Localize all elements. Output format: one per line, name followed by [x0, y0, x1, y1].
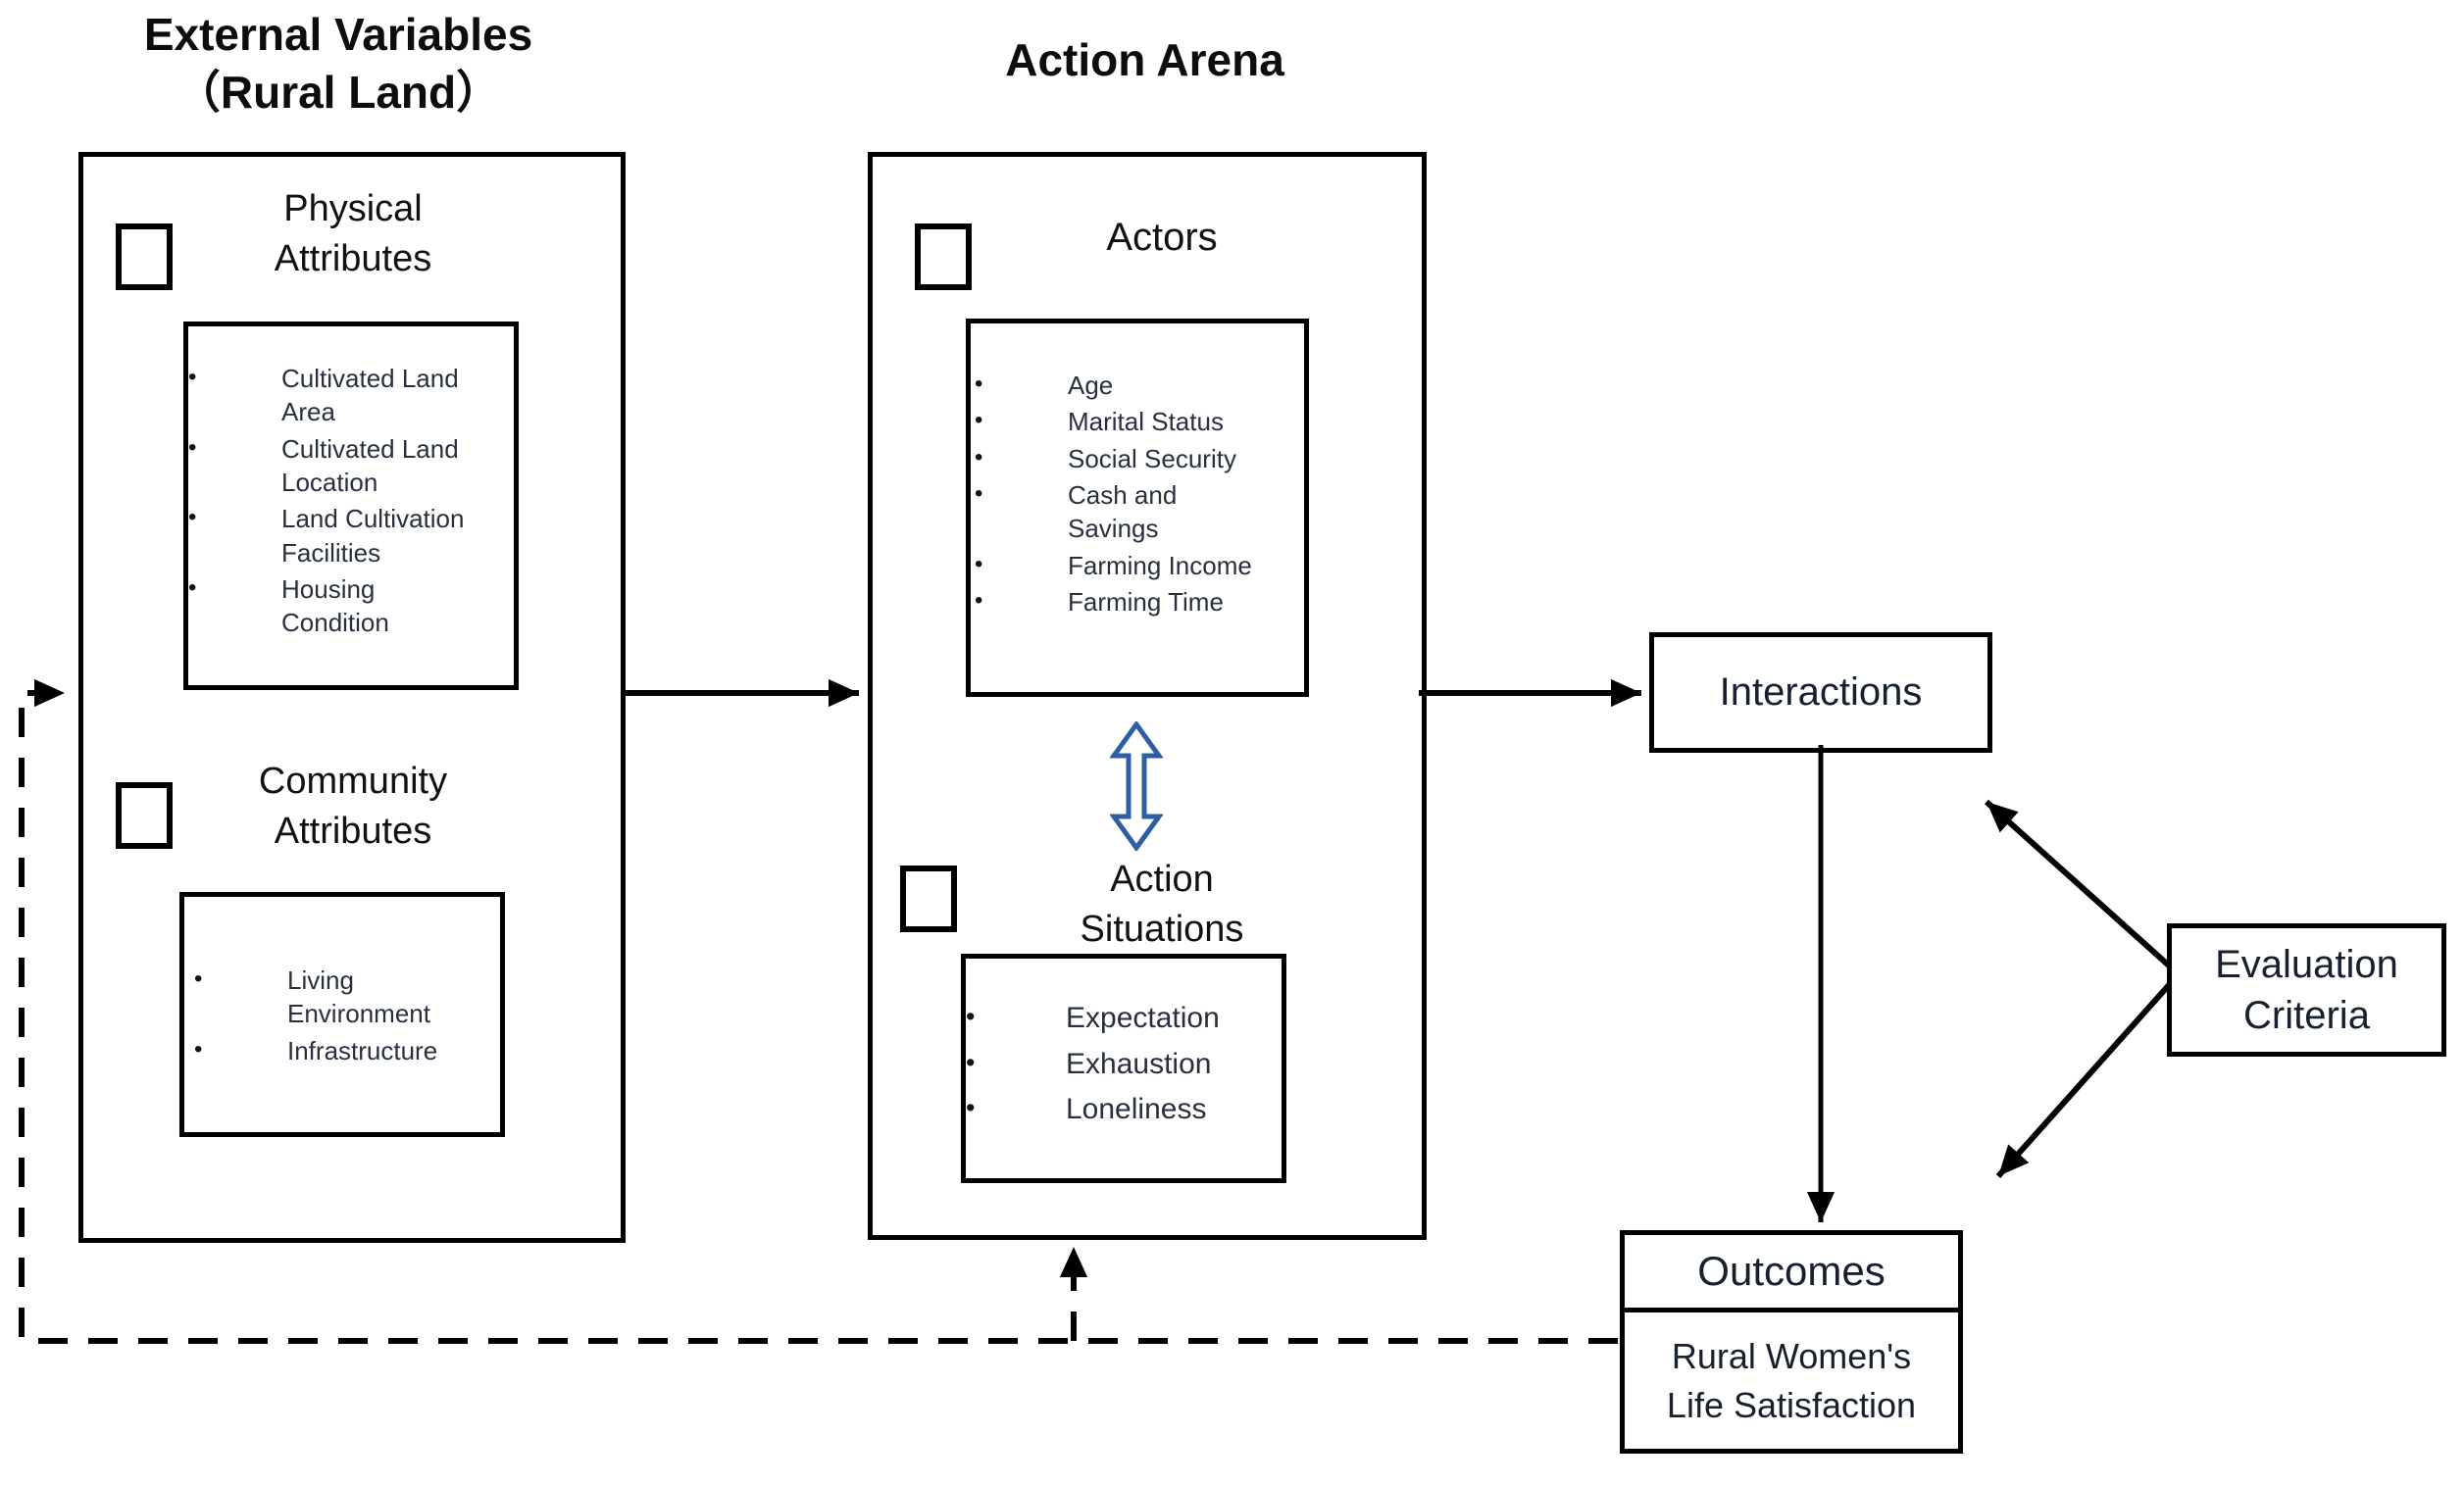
action-situations-checkbox-icon — [900, 866, 957, 932]
list-item: Cultivated Land Area — [188, 362, 482, 429]
outcomes-label: Outcomes — [1625, 1235, 1958, 1312]
actors-checkbox-icon — [915, 223, 972, 290]
community-heading-line1: Community — [258, 761, 448, 802]
physical-attributes-heading: Physical Attributes — [191, 184, 515, 285]
list-item: Social Security — [975, 442, 1264, 475]
list-item: Marital Status — [975, 405, 1264, 438]
community-attributes-list-box: Living EnvironmentInfrastructure — [179, 892, 505, 1137]
external-variables-box: Physical Attributes Cultivated Land Area… — [78, 152, 626, 1243]
external-variables-title-line1: External Variables — [143, 9, 533, 60]
list-item: Farming Income — [975, 549, 1264, 582]
situations-heading-line2: Situations — [1080, 909, 1244, 951]
actors-list: AgeMarital StatusSocial SecurityCash and… — [975, 369, 1264, 619]
list-item: Cultivated Land Location — [188, 432, 482, 500]
community-attributes-list: Living EnvironmentInfrastructure — [194, 964, 437, 1067]
community-heading-line2: Attributes — [274, 811, 432, 853]
physical-checkbox-icon — [116, 223, 173, 290]
interactions-box: Interactions — [1649, 632, 1992, 753]
actors-list-box: AgeMarital StatusSocial SecurityCash and… — [966, 319, 1309, 697]
action-situations-list-box: ExpectationExhaustionLoneliness — [961, 954, 1286, 1183]
outcomes-subtitle-line2: Life Satisfaction — [1666, 1384, 1917, 1425]
arrow-evaluation-to-interactions — [1984, 799, 2172, 968]
physical-attributes-list: Cultivated Land AreaCultivated Land Loca… — [188, 362, 482, 640]
community-checkbox-icon — [116, 782, 173, 849]
list-item: Expectation — [966, 998, 1260, 1040]
list-item: Living Environment — [194, 964, 430, 1031]
interactions-label: Interactions — [1719, 670, 1923, 714]
situations-heading-line1: Action — [1110, 859, 1214, 900]
evaluation-label-line2: Criteria — [2243, 994, 2370, 1037]
double-arrow-icon — [1110, 721, 1163, 851]
external-variables-title-line2: （Rural Land） — [175, 66, 502, 118]
evaluation-criteria-label: Evaluation Criteria — [2215, 939, 2398, 1041]
physical-heading-line2: Attributes — [274, 238, 432, 280]
evaluation-label-line1: Evaluation — [2215, 943, 2398, 986]
list-item: Land Cultivation Facilities — [188, 502, 482, 569]
list-item: Farming Time — [975, 585, 1264, 619]
list-item: Age — [975, 369, 1264, 402]
outcomes-subtitle: Rural Women's Life Satisfaction — [1625, 1312, 1958, 1449]
physical-heading-line1: Physical — [283, 188, 423, 229]
external-variables-title: External Variables （Rural Land） — [39, 6, 637, 122]
list-item: Exhaustion — [966, 1044, 1260, 1086]
action-situations-heading: Action Situations — [1000, 855, 1324, 956]
list-item: Infrastructure — [194, 1034, 437, 1067]
outcomes-subtitle-line1: Rural Women's — [1671, 1335, 1912, 1376]
action-situations-list: ExpectationExhaustionLoneliness — [966, 998, 1260, 1131]
evaluation-criteria-box: Evaluation Criteria — [2167, 923, 2446, 1057]
action-arena-box: Actors AgeMarital StatusSocial SecurityC… — [868, 152, 1427, 1240]
physical-attributes-list-box: Cultivated Land AreaCultivated Land Loca… — [183, 322, 519, 690]
community-attributes-heading: Community Attributes — [191, 757, 515, 858]
outcomes-box: Outcomes Rural Women's Life Satisfaction — [1620, 1230, 1963, 1454]
list-item: Loneliness — [966, 1089, 1260, 1131]
list-item: Housing Condition — [188, 572, 482, 640]
actors-heading: Actors — [1106, 216, 1218, 259]
list-item: Cash and Savings — [975, 478, 1264, 546]
action-arena-title: Action Arena — [1005, 34, 1284, 85]
arrow-evaluation-to-outcomes — [1995, 983, 2172, 1178]
